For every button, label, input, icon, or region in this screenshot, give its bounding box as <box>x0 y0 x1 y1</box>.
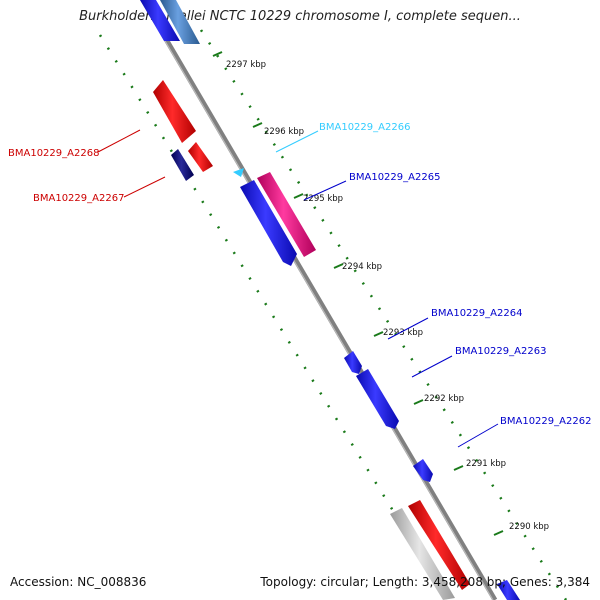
chromosome-backbone <box>140 0 498 600</box>
genome-summary-text: Topology: circular; Length: 3,458,208 bp… <box>260 575 590 589</box>
gene-top-blue[interactable] <box>140 0 180 41</box>
tick-label-2293: 2293 kbp <box>383 328 423 338</box>
gene-bma10229-a2264[interactable] <box>344 351 362 374</box>
gene-bma10229-a2265-blue[interactable] <box>240 180 297 266</box>
gene-label-a2263[interactable]: BMA10229_A2263 <box>455 346 546 357</box>
gene-bma10229-a2263[interactable] <box>356 369 399 429</box>
gene-label-a2267[interactable]: BMA10229_A2267 <box>33 193 124 204</box>
chromosome-backbone-highlight <box>140 0 494 600</box>
gene-label-a2266[interactable]: BMA10229_A2266 <box>319 122 410 133</box>
gene-labels: BMA10229_A2268 BMA10229_A2267 BMA10229_A… <box>8 122 591 427</box>
gene-top-steel[interactable] <box>160 0 200 44</box>
gene-bma10229-a2265-pink[interactable] <box>257 172 316 257</box>
gene-label-a2268[interactable]: BMA10229_A2268 <box>8 148 99 159</box>
tick-label-2292: 2292 kbp <box>424 394 464 404</box>
tick-label-2290: 2290 kbp <box>509 522 549 532</box>
ruler-tick-labels: 2297 kbp 2296 kbp 2295 kbp 2294 kbp 2293… <box>226 60 549 532</box>
inner-dotted-track <box>98 34 450 600</box>
tick-label-2291: 2291 kbp <box>466 459 506 469</box>
tick-label-2297: 2297 kbp <box>226 60 266 70</box>
tick-label-2294: 2294 kbp <box>342 262 382 272</box>
accession-text: Accession: NC_008836 <box>10 575 147 589</box>
gene-bma10229-a2267[interactable] <box>171 149 194 181</box>
ruler-ticks <box>212 51 504 536</box>
label-leader-lines <box>97 129 499 448</box>
gene-label-a2262[interactable]: BMA10229_A2262 <box>500 416 591 427</box>
tick-label-2296: 2296 kbp <box>264 127 304 137</box>
map-title: Burkholderia mallei NCTC 10229 chromosom… <box>79 9 521 24</box>
gene-bottom-grey[interactable] <box>390 508 455 600</box>
gene-bma10229-a2266[interactable] <box>233 168 244 177</box>
gene-red-small[interactable] <box>188 142 213 172</box>
gene-features <box>140 0 520 600</box>
gene-label-a2264[interactable]: BMA10229_A2264 <box>431 308 522 319</box>
gene-label-a2265[interactable]: BMA10229_A2265 <box>349 172 440 183</box>
gene-bottom-blue[interactable] <box>497 580 520 600</box>
tick-label-2295: 2295 kbp <box>303 194 343 204</box>
gene-bottom-red[interactable] <box>408 500 470 590</box>
gene-bma10229-a2268[interactable] <box>153 80 196 143</box>
gene-bma10229-a2262[interactable] <box>413 459 433 482</box>
